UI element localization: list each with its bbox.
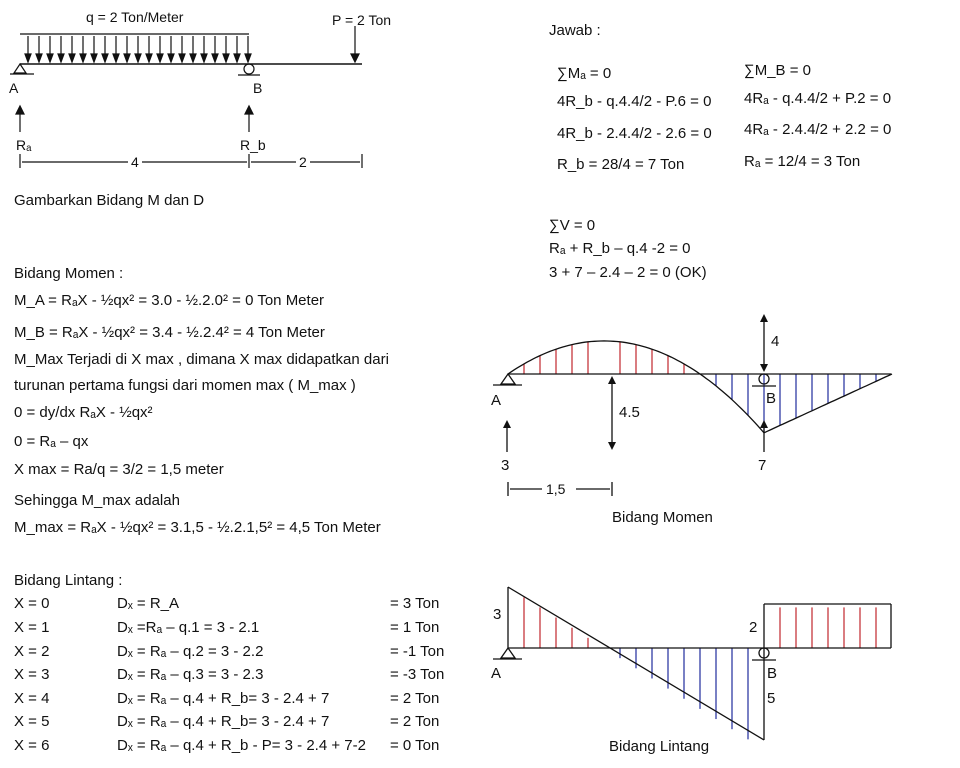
moment-max-label: 4.5 (619, 404, 640, 421)
moment-line: M_B = RₐX - ½qx² = 3.4 - ½.2.4² = 4 Ton … (14, 324, 325, 341)
shear-d: Dₓ =Rₐ – q.1 = 3 - 2.1 (117, 619, 260, 636)
moment-line: M_max = RₐX - ½qx² = 3.1,5 - ½.2.1,5² = … (14, 519, 381, 536)
moment-ra-label: 3 (501, 457, 510, 474)
load-arrow-head (134, 53, 142, 64)
load-arrow-head (233, 53, 241, 64)
moment-line: M_Max Terjadi di X max , dimana X max di… (14, 351, 389, 368)
load-arrow-head (68, 53, 76, 64)
load-arrow-head (200, 53, 208, 64)
support-b-label: B (253, 80, 263, 96)
moment-line: 0 = Rₐ – qx (14, 433, 89, 450)
shear-d: Dₓ = Rₐ – q.4 + R_b= 3 - 2.4 + 7 (117, 713, 330, 730)
shear-heading: Bidang Lintang : (14, 572, 123, 589)
load-arrow-head (189, 53, 197, 64)
moment-b-label: B (766, 390, 777, 407)
q-label: q = 2 Ton/Meter (86, 9, 184, 25)
load-arrow-head (35, 53, 43, 64)
shear-x: X = 3 (14, 666, 50, 683)
load-arrow-head (167, 53, 175, 64)
shear-r: = 0 Ton (390, 737, 440, 754)
moment-line: M_A = RₐX - ½qx² = 3.0 - ½.2.0² = 0 Ton … (14, 292, 325, 309)
load-arrow-head (123, 53, 131, 64)
moment-line: turunan pertama fungsi dari momen max ( … (14, 377, 356, 394)
mb-line: 4Rₐ - 2.4.4/2 + 2.2 = 0 (744, 121, 892, 138)
load-arrow-head (90, 53, 98, 64)
span-ab-label: 4 (131, 154, 139, 170)
moment-rb-label: 7 (758, 457, 767, 474)
solution-heading: Jawab : (549, 22, 601, 39)
load-arrow-head (244, 53, 252, 64)
mb-line: 4Rₐ - q.4.4/2 + P.2 = 0 (744, 90, 892, 107)
moment-line: 0 = dy/dx RₐX - ½qx² (14, 404, 153, 421)
shear-x: X = 5 (14, 713, 50, 730)
load-arrow-head (101, 53, 109, 64)
load-arrow-head (24, 53, 32, 64)
shear-title: Bidang Lintang (609, 738, 710, 755)
shear-x: X = 0 (14, 595, 50, 612)
rb-label: R_b (240, 137, 266, 153)
shear-d: Dₓ = Rₐ – q.4 + R_b - P= 3 - 2.4 + 7-2 (117, 737, 366, 754)
shear-d: Dₓ = Rₐ – q.3 = 3 - 2.3 (117, 666, 264, 683)
load-arrow-head (222, 53, 230, 64)
ma-line: R_b = 28/4 = 7 Ton (557, 156, 685, 173)
shear-r: = -1 Ton (390, 643, 445, 660)
shear-b-right-value: 2 (749, 619, 758, 636)
load-arrow-head (57, 53, 65, 64)
shear-r: = 2 Ton (390, 713, 440, 730)
ma-line: 4R_b - 2.4.4/2 - 2.6 = 0 (557, 125, 712, 142)
beam-diagram (10, 26, 363, 168)
shear-d: Dₓ = R_A (117, 595, 180, 612)
span-bc-label: 2 (299, 154, 307, 170)
shear-x: X = 6 (14, 737, 50, 754)
ma-line: ∑Mₐ = 0 (557, 65, 612, 82)
load-arrow-head (211, 53, 219, 64)
shear-b-label: B (767, 665, 778, 682)
moment-b-value-label: 4 (771, 333, 780, 350)
ra-label: Rₐ (16, 137, 32, 153)
mb-line: Rₐ = 12/4 = 3 Ton (744, 153, 861, 170)
load-arrow-head (79, 53, 87, 64)
load-arrow-head (156, 53, 164, 64)
moment-title: Bidang Momen (612, 509, 713, 526)
shear-b-left-value: 5 (767, 690, 776, 707)
shear-r: = 3 Ton (390, 595, 440, 612)
load-arrow-head (145, 53, 153, 64)
shear-r: = 1 Ton (390, 619, 440, 636)
shear-x: X = 2 (14, 643, 50, 660)
v-line: Rₐ + R_b – q.4 -2 = 0 (549, 240, 691, 257)
moment-line: Sehingga M_max adalah (14, 492, 180, 509)
shear-d: Dₓ = Rₐ – q.2 = 3 - 2.2 (117, 643, 264, 660)
p-label: P = 2 Ton (332, 12, 392, 28)
load-arrow-head (112, 53, 120, 64)
shear-r: = 2 Ton (390, 690, 440, 707)
shear-left-value: 3 (493, 606, 502, 623)
load-arrow-head (178, 53, 186, 64)
moment-line: X max = Ra/q = 3/2 = 1,5 meter (14, 461, 224, 478)
moment-heading: Bidang Momen : (14, 265, 124, 282)
moment-a-label: A (491, 392, 502, 409)
shear-a-label: A (491, 665, 502, 682)
shear-d: Dₓ = Rₐ – q.4 + R_b= 3 - 2.4 + 7 (117, 690, 330, 707)
v-line: ∑V = 0 (549, 217, 596, 234)
load-arrow-head (46, 53, 54, 64)
shear-x: X = 1 (14, 619, 50, 636)
shear-r: = -3 Ton (390, 666, 445, 683)
task-text: Gambarkan Bidang M dan D (14, 192, 205, 209)
support-a-label: A (9, 80, 19, 96)
xmax-label: 1,5 (546, 481, 566, 497)
mb-line: ∑M_B = 0 (744, 62, 811, 79)
shear-x: X = 4 (14, 690, 50, 707)
v-line: 3 + 7 – 2.4 – 2 = 0 (OK) (549, 264, 707, 281)
ma-line: 4R_b - q.4.4/2 - P.6 = 0 (557, 93, 712, 110)
